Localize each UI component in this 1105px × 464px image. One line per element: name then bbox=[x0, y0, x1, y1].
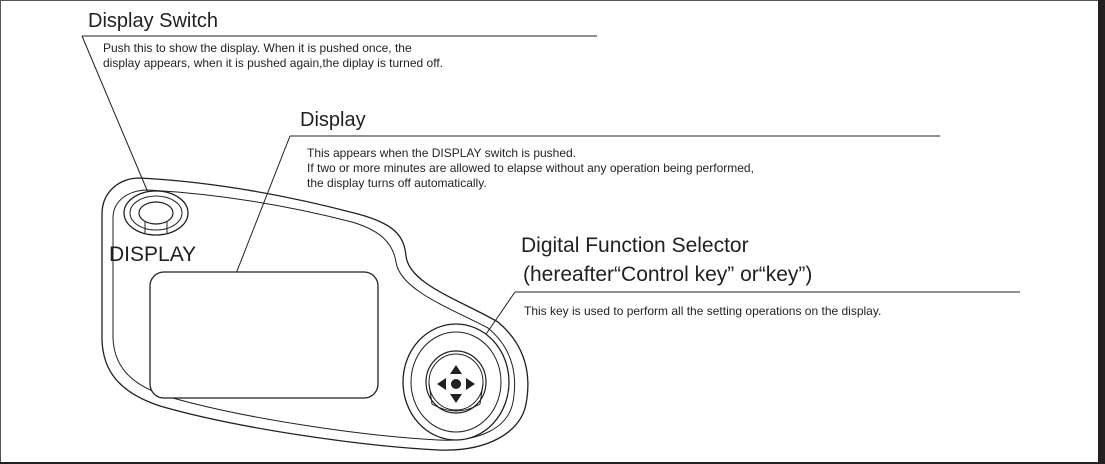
display-switch-label: DISPLAY bbox=[109, 243, 197, 266]
arrow-left-icon bbox=[437, 378, 446, 390]
selector-subtitle: (hereafter“Control key” or“key”) bbox=[523, 263, 813, 286]
frame-edge-bottom bbox=[0, 462, 1100, 464]
device-outline-inner bbox=[112, 189, 516, 441]
display-switch-leader bbox=[81, 35, 153, 203]
display-switch-title: Display Switch bbox=[88, 10, 219, 32]
display-switch-description: Push this to show the display. When it i… bbox=[103, 41, 443, 70]
display-description: This appears when the DISPLAY switch is … bbox=[307, 146, 754, 190]
display-switch-button bbox=[123, 190, 189, 236]
selector-title: Digital Function Selector bbox=[521, 234, 749, 257]
lcd-display bbox=[149, 271, 379, 399]
display-title: Display bbox=[300, 109, 366, 131]
display-leader bbox=[227, 135, 291, 295]
arrow-down-icon bbox=[450, 394, 462, 403]
arrow-right-icon bbox=[466, 378, 475, 390]
center-dot-icon bbox=[451, 379, 461, 389]
device-outline-outer bbox=[101, 177, 529, 451]
selector-description: This key is used to perform all the sett… bbox=[524, 304, 882, 318]
arrow-up-icon bbox=[450, 365, 462, 374]
frame-edge-right bbox=[1098, 0, 1105, 464]
